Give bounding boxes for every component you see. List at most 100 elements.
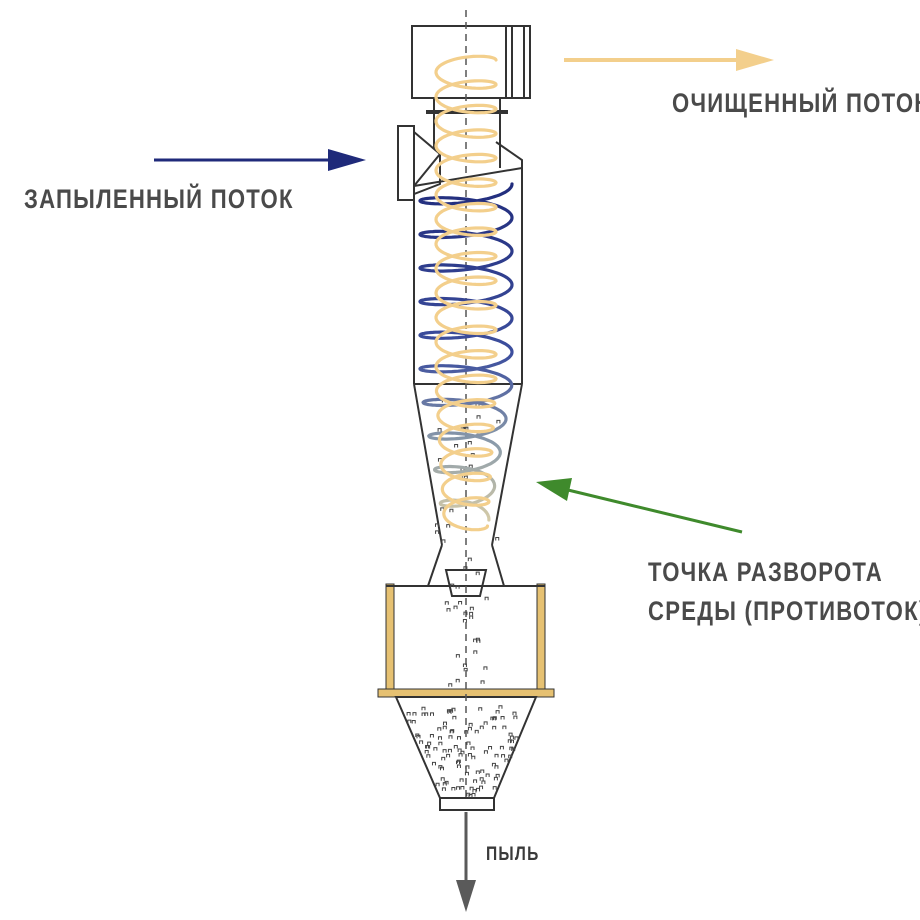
dust-particle <box>439 766 444 771</box>
dusty-flow-arrow <box>154 149 366 171</box>
dust-particle <box>511 747 516 751</box>
dust-particle <box>460 750 465 755</box>
outlet-box <box>411 25 531 99</box>
dust-particle <box>491 762 496 767</box>
dust-particle <box>447 748 452 753</box>
dust-particle <box>440 777 445 781</box>
dust-particle <box>504 758 509 763</box>
dust-particle <box>514 736 519 740</box>
dust-particle <box>438 741 443 746</box>
dust-particle <box>468 722 473 727</box>
dust-particle <box>455 760 460 765</box>
dust-particle <box>485 773 490 778</box>
dust-particle <box>446 753 451 758</box>
dust-particle <box>476 415 481 419</box>
dust-particle <box>449 729 454 734</box>
dust-particle <box>467 753 472 757</box>
dust-particle <box>512 711 517 716</box>
dust-particle <box>453 605 458 610</box>
dust-particle <box>442 721 447 726</box>
dust-particle <box>467 726 472 731</box>
dust-particle <box>469 611 474 616</box>
cyclone-body <box>413 141 523 385</box>
dust-particle <box>480 769 485 774</box>
turn-point-arrow <box>536 478 743 534</box>
dust-particle <box>473 779 478 783</box>
dust-particle <box>475 637 480 642</box>
dust-particle <box>476 787 481 792</box>
dust-particle <box>463 667 468 672</box>
dust-particle <box>470 746 475 750</box>
dust-particle <box>509 746 514 751</box>
dust-particle <box>441 787 446 791</box>
dust-particle <box>466 792 471 797</box>
dust-outlet-arrow <box>456 812 476 912</box>
dust-particle <box>416 734 421 739</box>
dust-particle <box>463 475 468 480</box>
dust-particle <box>473 650 478 654</box>
dust-particle <box>460 786 465 790</box>
dust-particle <box>468 464 473 469</box>
dust-particle <box>424 749 429 754</box>
dust-label: ПЫЛЬ <box>486 844 540 865</box>
dust-particle <box>454 444 459 448</box>
dust-particle <box>446 608 451 612</box>
dust-particle <box>495 773 500 778</box>
dust-particle <box>467 441 472 445</box>
dust-particle <box>464 730 469 734</box>
dust-particle <box>495 536 500 541</box>
dusty-flow-label: ЗАПЫЛЕННЫЙ ПОТОК <box>24 184 294 214</box>
dust-particles <box>406 399 519 798</box>
dust-particle <box>469 786 474 791</box>
dust-particle <box>463 566 468 570</box>
turn-point-label-line1: ТОЧКА РАЗВОРОТА <box>648 557 884 587</box>
dust-particle <box>513 715 518 720</box>
dust-particle <box>500 716 505 720</box>
dust-particle <box>430 712 435 716</box>
dust-particle <box>455 585 460 589</box>
dust-particle <box>449 709 454 713</box>
dust-particle <box>463 611 468 616</box>
dust-particle <box>466 741 471 745</box>
dust-particle <box>448 683 453 687</box>
dust-particle <box>495 710 500 714</box>
dust-particle <box>406 712 411 716</box>
dust-particle <box>450 583 455 588</box>
dust-particle <box>502 725 507 730</box>
dust-particle <box>501 754 506 758</box>
dust-particle <box>479 725 484 730</box>
dust-particle <box>444 780 449 785</box>
cyclone-cone <box>413 383 523 597</box>
dust-particle <box>499 745 504 750</box>
dust-particle <box>465 765 470 769</box>
dust-particle <box>508 732 513 737</box>
dust-particle <box>411 720 416 724</box>
clean-flow-arrow <box>564 49 774 71</box>
dust-particle <box>509 739 514 744</box>
dust-particle <box>478 707 483 711</box>
turn-point-label-line2: СРЕДЫ (ПРОТИВОТОК) <box>648 596 920 627</box>
dust-particle <box>421 712 426 717</box>
dust-particle <box>492 725 497 730</box>
dust-particle <box>446 524 451 528</box>
dust-particle <box>452 715 457 720</box>
dust-particle <box>456 736 461 740</box>
dust-particle <box>455 678 460 683</box>
dust-particle <box>433 747 438 751</box>
dust-particle <box>507 739 512 743</box>
clean-vortex-spiral <box>434 54 498 532</box>
dust-particle <box>469 606 474 611</box>
dust-particle <box>437 727 442 731</box>
dust-particle <box>407 719 412 724</box>
dust-particle <box>471 792 476 797</box>
dust-particle <box>479 785 484 790</box>
dust-particle <box>458 600 463 605</box>
dust-particle <box>490 716 495 721</box>
dust-particle <box>474 729 479 734</box>
dust-particle <box>492 786 497 790</box>
dust-particle <box>475 571 480 576</box>
dust-particle <box>429 734 434 738</box>
dust-particle <box>442 749 447 753</box>
dust-particle <box>483 721 488 725</box>
dust-particle <box>421 706 426 711</box>
